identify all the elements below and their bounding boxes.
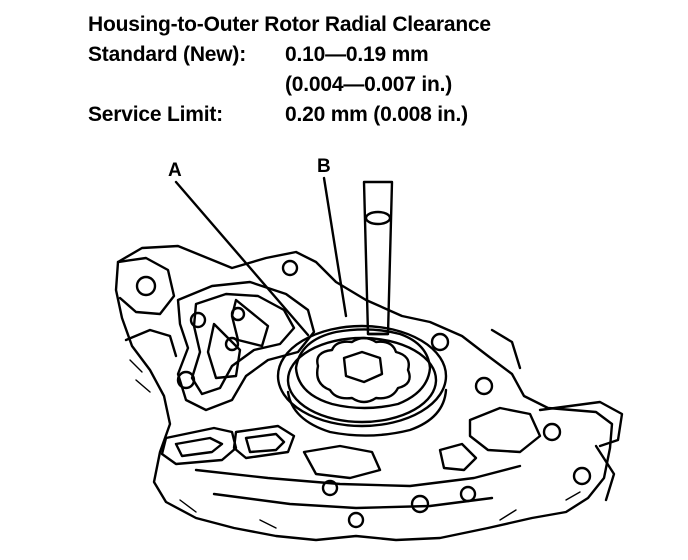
callout-b-label: B [317, 156, 331, 177]
service-limit-label: Service Limit: [88, 103, 223, 126]
standard-value-mm: 0.10—0.19 mm [285, 43, 429, 66]
left-mount-boss [116, 256, 176, 316]
leader-line-a [174, 180, 310, 337]
spec-title: Housing-to-Outer Rotor Radial Clearance [88, 13, 491, 36]
pump-housing-body [114, 244, 614, 542]
service-limit-value: 0.20 mm (0.008 in.) [285, 103, 468, 126]
relief-passage [160, 426, 238, 466]
hex-drive-bore [342, 350, 384, 384]
inner-rotor [316, 336, 411, 404]
bolt-holes [176, 259, 592, 529]
outer-rotor [294, 328, 432, 410]
leader-line-b [322, 176, 348, 318]
rotor-housing-cavity [276, 324, 448, 428]
standard-label: Standard (New): [88, 43, 247, 66]
standard-value-in: (0.004—0.007 in.) [285, 73, 453, 96]
gasket-flange [176, 280, 316, 412]
shading-hatches [129, 359, 581, 529]
right-mount-arm [538, 400, 624, 448]
callout-a-label: A [168, 160, 182, 181]
feeler-gauge [362, 180, 394, 336]
